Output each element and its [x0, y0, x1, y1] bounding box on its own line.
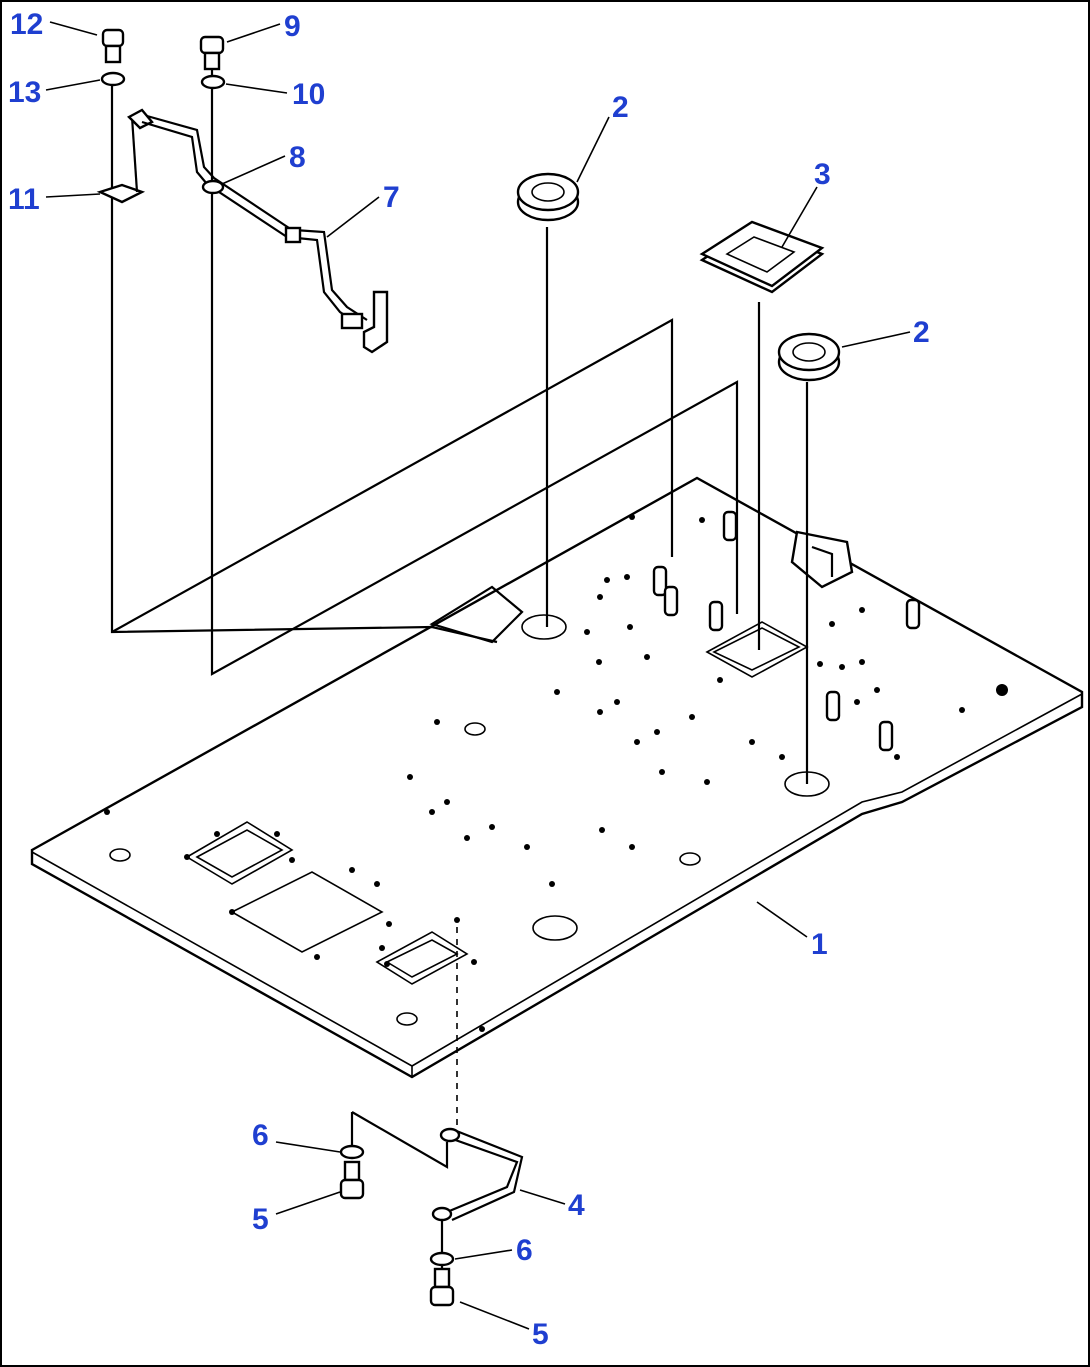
callout-6-lower: 6 [516, 1234, 533, 1267]
callout-1: 1 [811, 928, 828, 961]
grommet-2-left [516, 172, 580, 222]
bolt-5-upper [339, 1160, 365, 1200]
callout-5-lower: 5 [532, 1318, 549, 1351]
grommet-2-right [777, 332, 841, 382]
washer-6-lower [429, 1251, 455, 1267]
callout-8: 8 [289, 141, 306, 174]
callout-3: 3 [814, 158, 831, 191]
callout-5-upper: 5 [252, 1203, 269, 1236]
assembly-lines [110, 52, 809, 1282]
callout-10: 10 [292, 78, 325, 111]
bolt-5-lower [429, 1267, 455, 1307]
callout-11: 11 [8, 183, 40, 216]
washer-10 [200, 74, 226, 90]
clip-11 [96, 116, 146, 204]
washer-13 [100, 71, 126, 87]
bolt-12 [101, 28, 125, 64]
callout-2-left: 2 [612, 91, 629, 124]
washer-6-upper [339, 1144, 365, 1160]
callout-6-upper: 6 [252, 1119, 269, 1152]
floor-plate [30, 476, 1084, 1079]
callout-4: 4 [568, 1189, 585, 1222]
callout-leaders [45, 21, 911, 1330]
wire-harness-7 [127, 108, 389, 354]
callout-12: 12 [10, 8, 43, 41]
callout-2-right: 2 [913, 316, 930, 349]
bolt-9 [199, 35, 225, 71]
grommet-3 [699, 220, 825, 294]
callout-13: 13 [8, 76, 41, 109]
callout-7: 7 [383, 181, 400, 214]
callout-9: 9 [284, 10, 301, 43]
wire-harness-4 [431, 1127, 524, 1222]
